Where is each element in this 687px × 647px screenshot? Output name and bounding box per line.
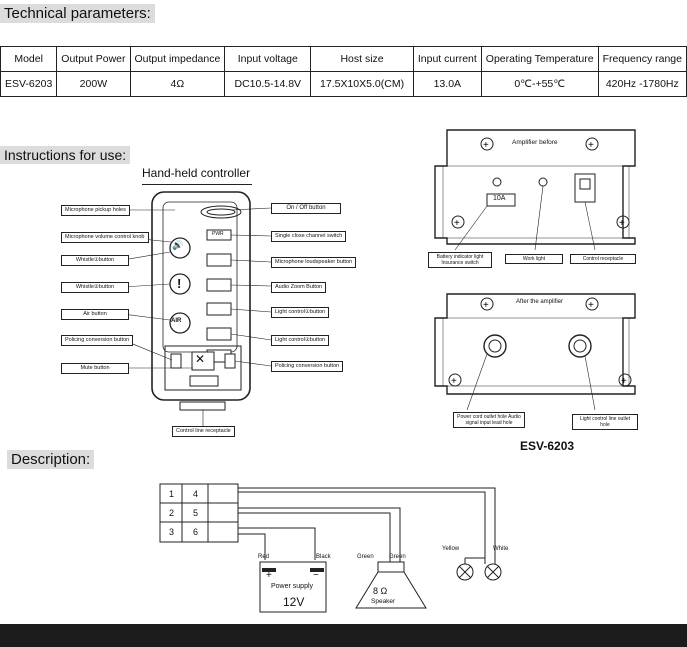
table-header: Frequency range [597,46,687,72]
label-control-receptacle: Control line receptacle [172,426,235,437]
negative-terminal: − [313,570,319,581]
terminal-number: 6 [193,527,199,537]
parameters-table: Model Output Power Output impedance Inpu… [0,46,687,97]
divider [142,184,252,185]
terminal-number: 3 [169,527,175,537]
label-policing-conversion-left: Policing conversion button [61,335,134,346]
table-header: Model [0,46,58,72]
label-loudspeaker: Microphone loudspeaker button [271,257,357,268]
table-header: Output impedance [129,46,226,72]
table-cell: 0℃-+55℃ [480,71,599,97]
svg-text:+: + [619,218,625,229]
power-supply-label: Power supply [271,583,314,590]
table-cell: 13.0A [412,71,482,97]
svg-text:+: + [483,300,489,311]
air-button[interactable]: AIR [171,318,182,324]
svg-text:+: + [621,376,627,387]
technical-parameters-title: Technical parameters: [0,4,155,23]
svg-text:+: + [588,140,594,151]
svg-text:+: + [454,218,460,229]
speaker-label: Speaker [371,598,396,605]
label-microphone-pickup: Microphone pickup holes [61,205,130,216]
label-policing-conversion-right: Policing conversion button [271,361,344,372]
label-control-receptacle-amp: Control receptacle [570,254,636,264]
terminal-number: 5 [193,508,199,518]
svg-text:+: + [588,300,594,311]
svg-text:+: + [483,140,489,151]
speaker-impedance: 8 Ω [373,586,388,596]
positive-terminal: + [266,570,272,581]
wire-label-green: Green [357,554,374,560]
wire-label-red: Red [258,554,270,560]
label-power-cord-outlet: Power cord outlet hole Audio signal inpu… [453,412,525,428]
table-cell: 420Hz -1780Hz [597,71,687,97]
wire-label-black: Black [316,554,331,560]
terminal-number: 4 [193,489,199,499]
model-label: ESV-6203 [520,439,575,453]
table-cell: 4Ω [129,71,226,97]
table-header-row: Model Output Power Output impedance Inpu… [0,46,687,72]
amplifier-before-diagram: + + + + [434,129,636,251]
voltage-label: 12V [283,595,305,609]
power-button[interactable]: PWR [212,231,224,237]
label-light-control-outlet: Light control line outlet hole [572,414,638,430]
controller-diagram [122,191,272,426]
label-audio-zoom: Audio Zoom Button [271,282,327,293]
label-battery-indicator: Battery indicator light Insurance switch [428,252,492,268]
fuse-label: 10A [493,195,506,202]
label-on-off: On / Off button [271,203,341,214]
amplifier-before-title: Amplifier before [509,138,561,147]
table-row: ESV-6203 200W 4Ω DC10.5-14.8V 17.5X10X5.… [0,71,687,97]
wire-label-yellow: Yellow [442,546,460,552]
horn-button[interactable]: 🔊 [172,240,184,250]
table-cell: ESV-6203 [0,71,58,97]
description-title: Description: [7,450,95,469]
table-header: Host size [310,46,414,72]
whistle-2-button[interactable]: ! [177,276,182,291]
label-light-control-2: Light control②button [271,335,330,346]
label-whistle-2: Whistle②button [61,282,129,293]
amplifier-after-title: After the amplifier [516,299,564,305]
controller-title: Hand-held controller [142,166,251,180]
table-header: Operating Temperature [480,46,599,72]
terminal-number: 2 [169,508,175,518]
wire-label-green: Green [389,554,406,560]
terminal-number: 1 [169,489,175,499]
wire-label-white: White [493,546,509,552]
table-header: Input current [412,46,482,72]
table-cell: 200W [56,71,131,97]
label-volume-knob: Microphone volume control knob [61,232,149,243]
table-cell: DC10.5-14.8V [224,71,312,97]
amplifier-after-diagram: + + + + [434,293,636,411]
label-work-light: Work light [505,254,563,264]
table-header: Input voltage [224,46,312,72]
bottom-bar [0,624,687,647]
instructions-title: Instructions for use: [0,146,131,164]
wiring-diagram [159,483,502,613]
label-whistle-1: Whistle①button [61,255,129,266]
label-mute-button: Mute button [61,363,129,374]
label-air-button: Air button [61,309,129,320]
mute-button[interactable]: ✕ [195,352,206,366]
label-channel-switch: Single close channel switch [271,231,347,242]
table-header: Output Power [56,46,131,72]
table-cell: 17.5X10X5.0(CM) [310,71,414,97]
label-light-control-1: Light control①button [271,307,330,318]
svg-text:+: + [451,376,457,387]
